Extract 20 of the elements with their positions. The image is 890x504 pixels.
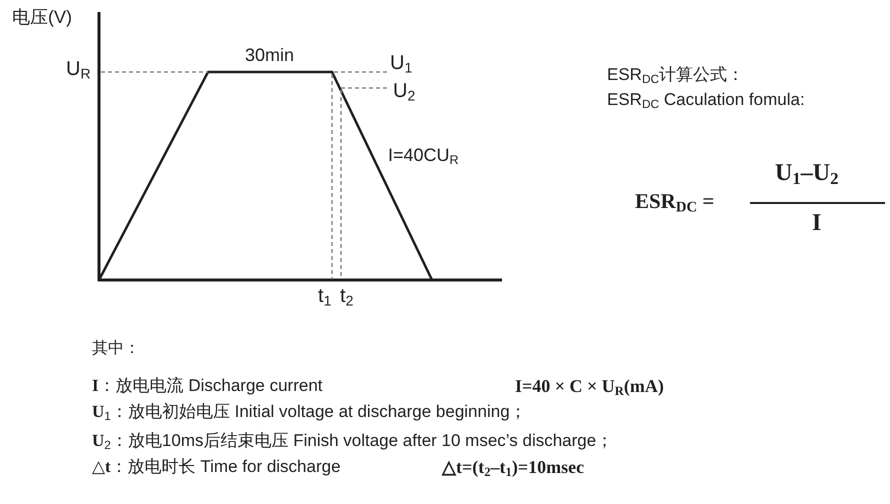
axis-label: 电压(V)	[12, 8, 72, 28]
legend-text: △t：放电时长 Time for discharge	[92, 458, 341, 477]
level-label: U$_{1}$	[390, 52, 412, 76]
legend-text: U$_{2}$：放电10ms后结束电压 Finish voltage after 10 msec’s discharge；	[92, 432, 614, 452]
level-label: U$_{R}$	[66, 58, 91, 82]
legend-text: I：放电电流 Discharge current	[92, 377, 323, 396]
formula-text: I=40 × C × U$_{R}$(mA)	[515, 377, 664, 399]
time-label: t$_{2}$	[340, 285, 354, 309]
formula-numerator: U$_{1}$–U$_{2}$	[775, 160, 838, 189]
formula-heading: ESR$_{DC}$ Caculation fomula:	[607, 91, 805, 112]
formula-text: △t=(t$_{2}$–t$_{1}$)=10msec	[442, 458, 584, 480]
time-label: t$_{1}$	[318, 285, 332, 309]
formula-denominator: I	[812, 210, 822, 236]
note-heading: 其中：	[92, 340, 140, 358]
legend-text: U$_{1}$：放电初始电压 Initial voltage at discharge beginning；	[92, 403, 527, 424]
formula-heading: ESR$_{DC}$计算公式：	[607, 66, 744, 86]
duration-label: 30min	[245, 46, 294, 66]
formula-text: ESR$_{DC}$ =	[635, 190, 714, 216]
current-label: I=40CU$_{R}$	[388, 146, 459, 168]
level-label: U$_{2}$	[393, 80, 416, 104]
